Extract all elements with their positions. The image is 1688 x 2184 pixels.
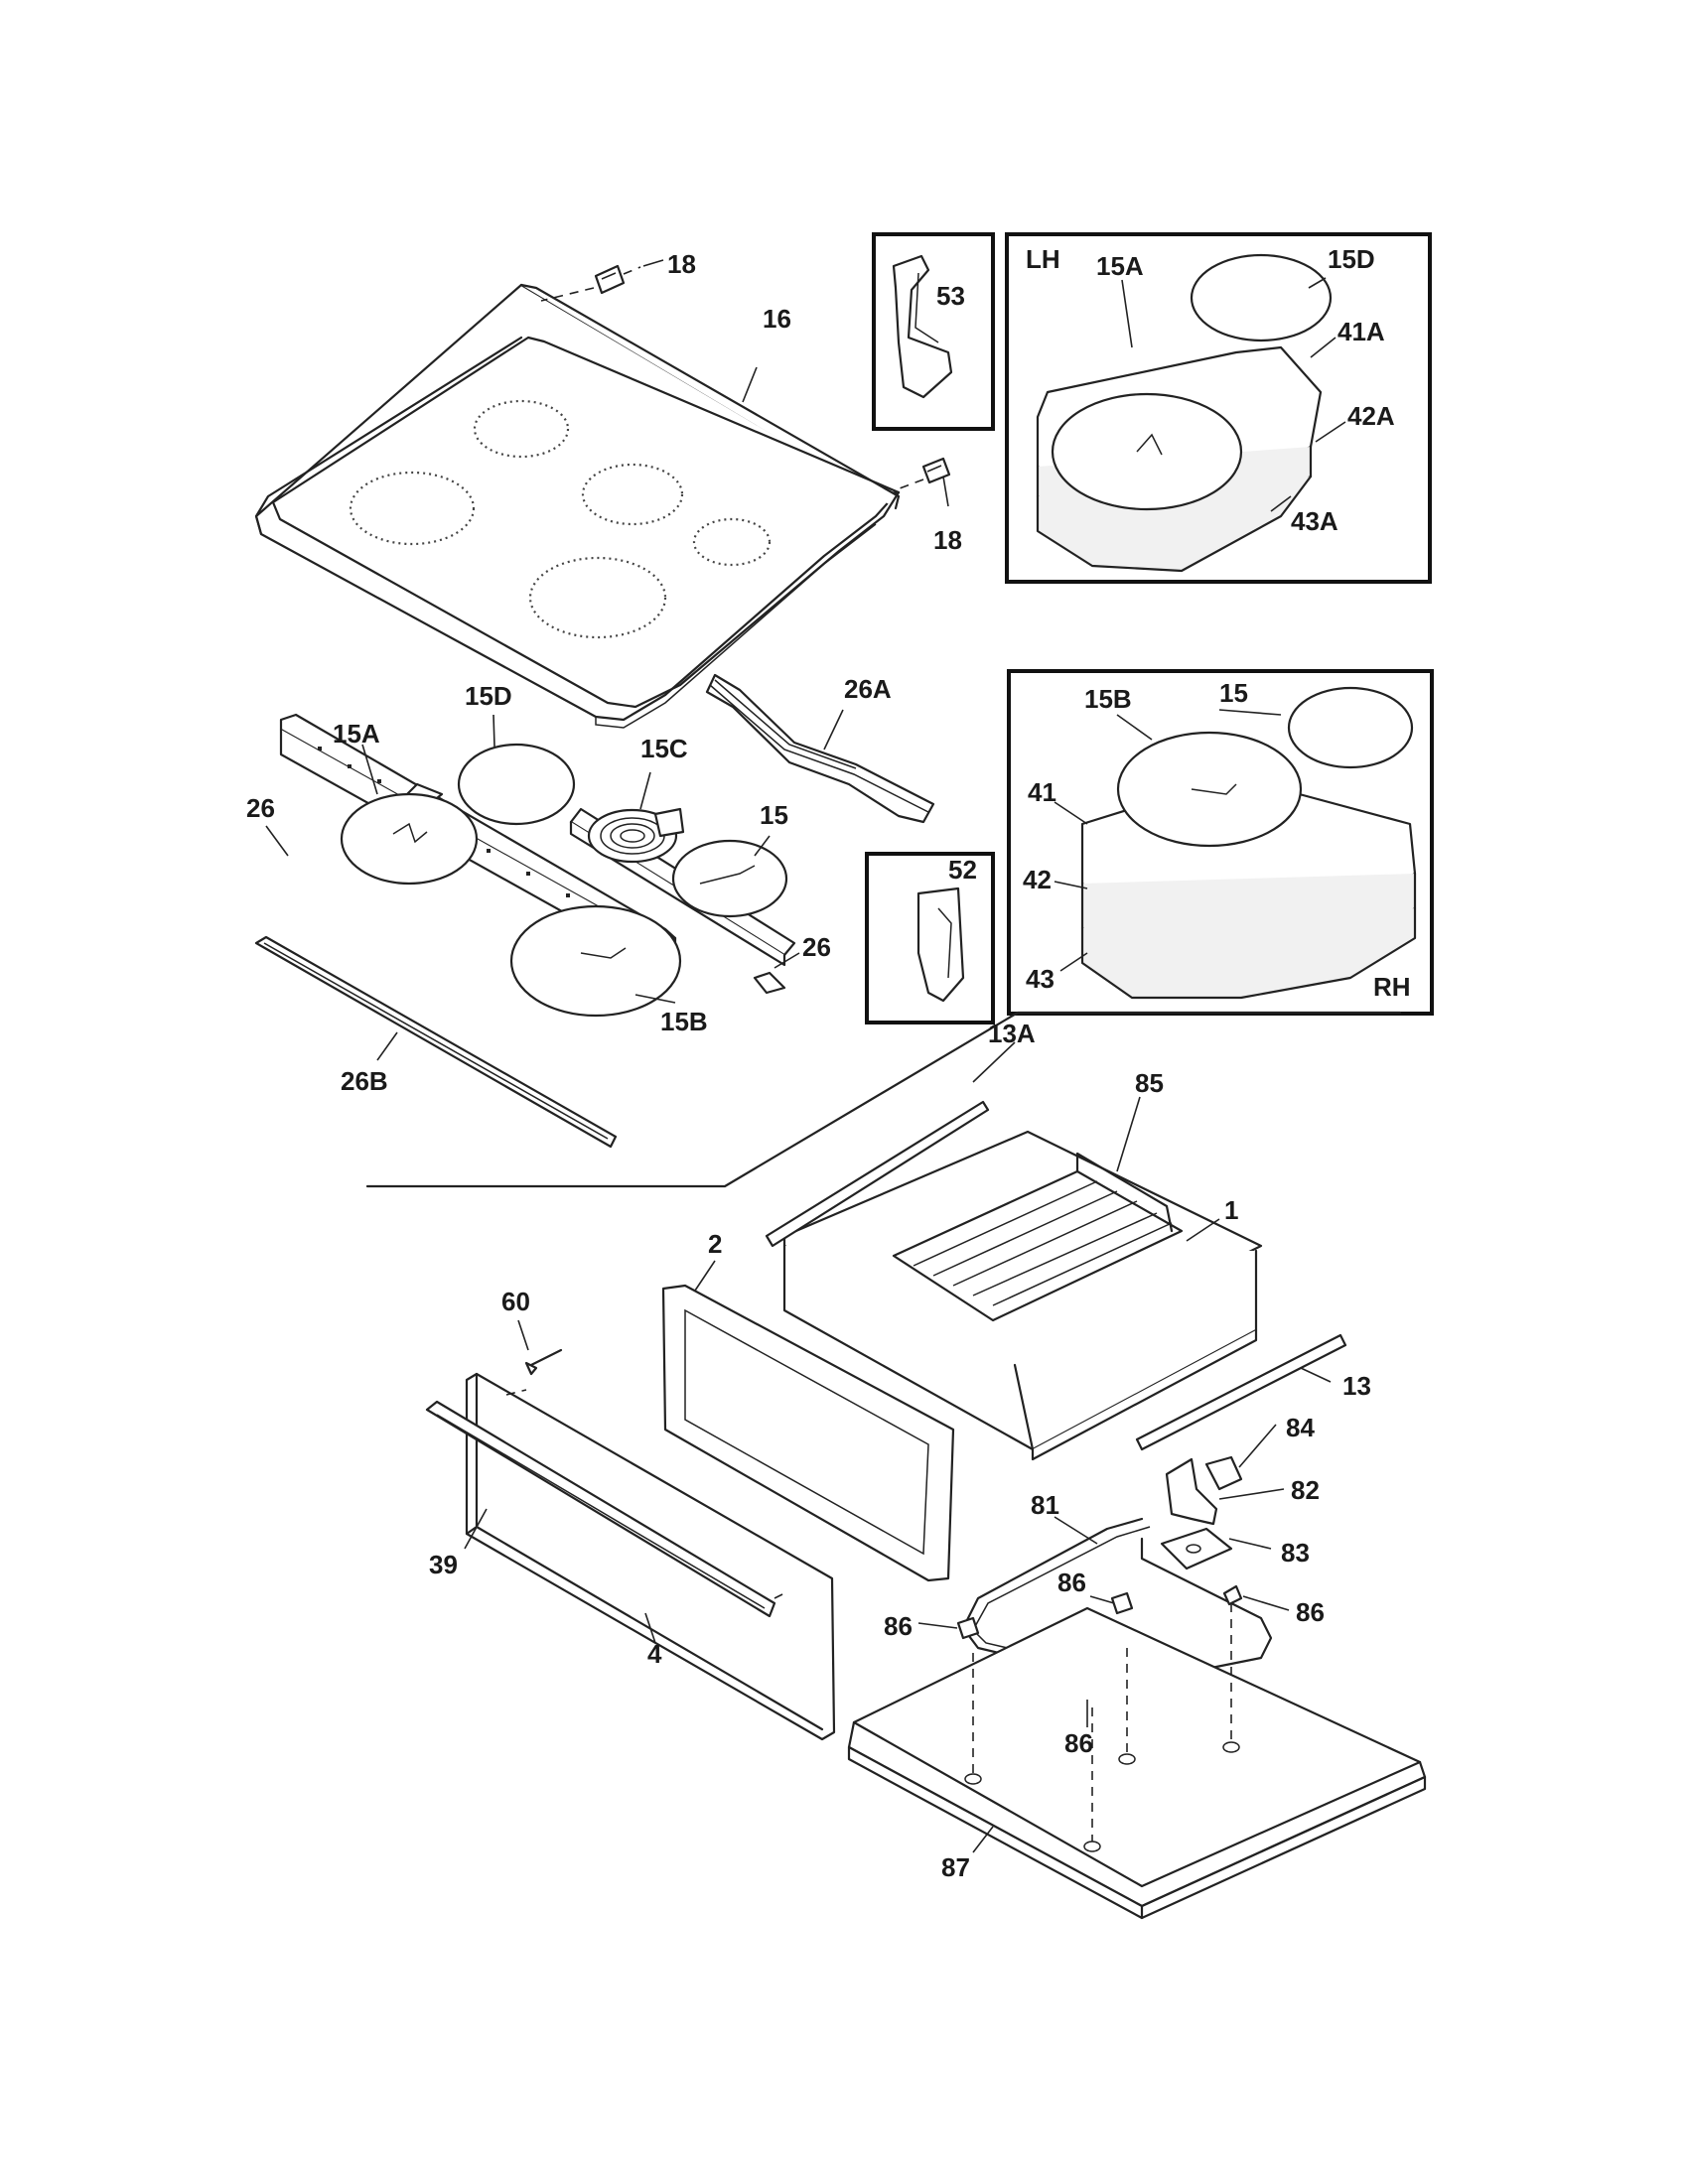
radiant-element-part-15d bbox=[457, 743, 576, 826]
drawer-body-part-1 bbox=[782, 1130, 1263, 1461]
drawer-slide-part-13a bbox=[765, 1100, 990, 1248]
callout-lh-42a: 42A bbox=[1347, 401, 1395, 431]
callout-86-bottom: 86 bbox=[1064, 1728, 1093, 1758]
callout-26a: 26A bbox=[844, 674, 892, 704]
callout-15a: 15A bbox=[333, 719, 380, 749]
callout-13: 13 bbox=[1342, 1371, 1371, 1401]
inner-door-panel-part-2 bbox=[661, 1284, 955, 1582]
callout-83: 83 bbox=[1281, 1538, 1310, 1568]
bracket-part-83 bbox=[1160, 1527, 1233, 1570]
lh-detail-box bbox=[1005, 232, 1432, 584]
callout-18-top: 18 bbox=[667, 249, 696, 279]
box-part-53 bbox=[872, 232, 995, 431]
radiant-element-part-15b bbox=[509, 904, 682, 1018]
callout-52: 52 bbox=[948, 855, 977, 885]
callout-labels: 18 16 18 53 LH 15A 15D 41A 42A 43A 26A 1… bbox=[246, 244, 1411, 1882]
callout-4: 4 bbox=[647, 1639, 662, 1669]
drawer-handle-part-39 bbox=[425, 1389, 785, 1618]
callout-13a: 13A bbox=[988, 1019, 1036, 1048]
callout-26-left: 26 bbox=[246, 793, 275, 823]
callout-60: 60 bbox=[501, 1287, 530, 1316]
bracket-part-18-top bbox=[540, 264, 641, 302]
label-rh: RH bbox=[1373, 972, 1411, 1002]
wire-harness-part-26a bbox=[705, 673, 935, 824]
clip-part-86-middle bbox=[1110, 1591, 1134, 1615]
bracket-part-18-right bbox=[899, 457, 951, 489]
callout-15b: 15B bbox=[660, 1007, 708, 1036]
callout-rh-41: 41 bbox=[1028, 777, 1056, 807]
callout-85: 85 bbox=[1135, 1068, 1164, 1098]
callout-15d: 15D bbox=[465, 681, 512, 711]
callout-rh-15b: 15B bbox=[1084, 684, 1132, 714]
callout-26b: 26B bbox=[341, 1066, 388, 1096]
callout-15c: 15C bbox=[640, 734, 688, 763]
callout-26-right: 26 bbox=[802, 932, 831, 962]
callout-86-right: 86 bbox=[1296, 1597, 1325, 1627]
callout-lh-15a: 15A bbox=[1096, 251, 1144, 281]
leader-lines bbox=[265, 259, 1346, 1853]
drawer-slide-part-13 bbox=[1135, 1333, 1347, 1451]
callout-82: 82 bbox=[1291, 1475, 1320, 1505]
clip-part-86-left bbox=[956, 1616, 980, 1640]
callout-84: 84 bbox=[1286, 1413, 1315, 1442]
bracket-part-82 bbox=[1165, 1457, 1218, 1526]
rh-detail-box bbox=[1007, 669, 1434, 1016]
callout-81: 81 bbox=[1031, 1490, 1059, 1520]
callout-18-right: 18 bbox=[933, 525, 962, 555]
callout-87: 87 bbox=[941, 1852, 970, 1882]
callout-1: 1 bbox=[1224, 1195, 1238, 1225]
clip-part-86-right bbox=[1222, 1584, 1243, 1606]
callout-2: 2 bbox=[708, 1229, 722, 1259]
callout-lh-43a: 43A bbox=[1291, 506, 1338, 536]
callout-15: 15 bbox=[760, 800, 788, 830]
radiant-element-part-15a bbox=[340, 792, 479, 886]
section-divider-line bbox=[365, 1011, 1402, 1188]
trim-strip-part-26b bbox=[254, 935, 618, 1149]
cooktop-glass-part-16 bbox=[254, 283, 901, 729]
callout-86-middle: 86 bbox=[1057, 1568, 1086, 1597]
callout-rh-15: 15 bbox=[1219, 678, 1248, 708]
screw-part-60 bbox=[524, 1348, 563, 1376]
bottom-pan-part-87 bbox=[847, 1603, 1427, 1920]
callout-rh-43: 43 bbox=[1026, 964, 1055, 994]
callout-rh-42: 42 bbox=[1023, 865, 1052, 894]
wire-rack-part-85 bbox=[892, 1152, 1184, 1322]
box-part-52 bbox=[865, 852, 995, 1024]
callout-39: 39 bbox=[429, 1550, 458, 1579]
radiant-element-part-15c bbox=[587, 807, 685, 864]
thermostat-part-84 bbox=[1204, 1455, 1243, 1491]
radiant-element-part-15 bbox=[671, 839, 788, 918]
callout-lh-41a: 41A bbox=[1337, 317, 1385, 346]
label-lh: LH bbox=[1026, 244, 1060, 274]
callout-lh-15d: 15D bbox=[1328, 244, 1375, 274]
callout-53: 53 bbox=[936, 281, 965, 311]
callout-16: 16 bbox=[763, 304, 791, 334]
callout-86-left: 86 bbox=[884, 1611, 913, 1641]
